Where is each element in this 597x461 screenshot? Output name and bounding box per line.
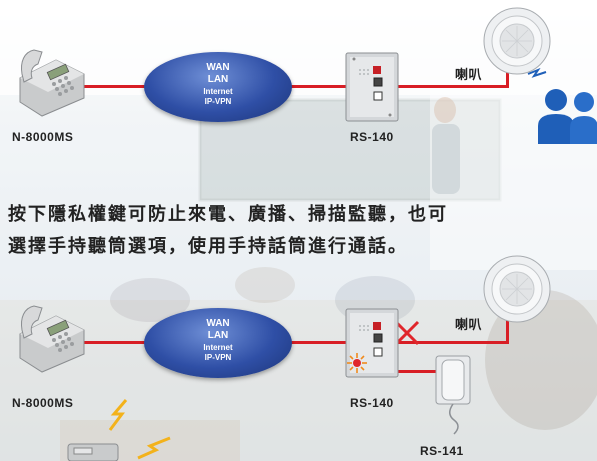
incoming-call-icon <box>67 399 171 461</box>
speaker-label-bottom: 喇叭 <box>455 317 483 332</box>
caption-line-2: 選擇手持聽筒選項，使用手持話筒進行通話。 <box>8 236 408 257</box>
ceiling-speaker-icon <box>483 7 551 75</box>
link-speaker-drop-bottom <box>506 320 509 344</box>
privacy-button-glow-icon <box>347 353 367 373</box>
network-lan-top: LAN <box>207 74 229 85</box>
network-ipvpn-bottom: IP-VPN <box>204 353 232 362</box>
wall-panel-icon <box>345 52 399 122</box>
network-lan-bottom: LAN <box>207 330 229 341</box>
network-internet-bottom: Internet <box>203 343 233 352</box>
wall-handset-icon <box>435 355 471 435</box>
network-internet-top: Internet <box>203 87 233 96</box>
link-network-to-panel-bottom <box>290 341 346 344</box>
link-panel-to-handset <box>398 370 440 373</box>
blocked-x-icon <box>394 320 420 346</box>
network-cloud-bottom: WAN LAN Internet IP-VPN <box>144 308 292 378</box>
desk-phone-icon <box>19 49 85 117</box>
phone-label-bottom: N-8000MS <box>12 396 74 410</box>
network-ipvpn-top: IP-VPN <box>204 97 232 106</box>
phone-label-top: N-8000MS <box>12 130 74 144</box>
people-icon <box>538 89 597 144</box>
panel-label-bottom: RS-140 <box>350 396 394 410</box>
speaker-label-top: 喇叭 <box>455 67 483 82</box>
desk-phone-icon-bottom <box>19 305 85 373</box>
network-wan-bottom: WAN <box>206 318 230 329</box>
network-cloud-top: WAN LAN Internet IP-VPN <box>144 52 292 122</box>
sound-wave-icon <box>527 67 547 78</box>
handset-label: RS-141 <box>420 444 464 458</box>
panel-label-top: RS-140 <box>350 130 394 144</box>
network-wan-top: WAN <box>206 62 230 73</box>
link-phone-to-network-top <box>76 85 146 88</box>
caption-line-1: 按下隱私權鍵可防止來電、廣播、掃描監聽，也可 <box>8 204 448 225</box>
link-speaker-drop-top <box>506 68 509 88</box>
ceiling-speaker-icon-bottom <box>483 255 551 323</box>
link-phone-to-network-bottom <box>76 341 146 344</box>
link-panel-to-speaker-top <box>398 85 508 88</box>
link-panel-to-speaker-bottom <box>398 341 508 344</box>
link-network-to-panel-top <box>290 85 346 88</box>
